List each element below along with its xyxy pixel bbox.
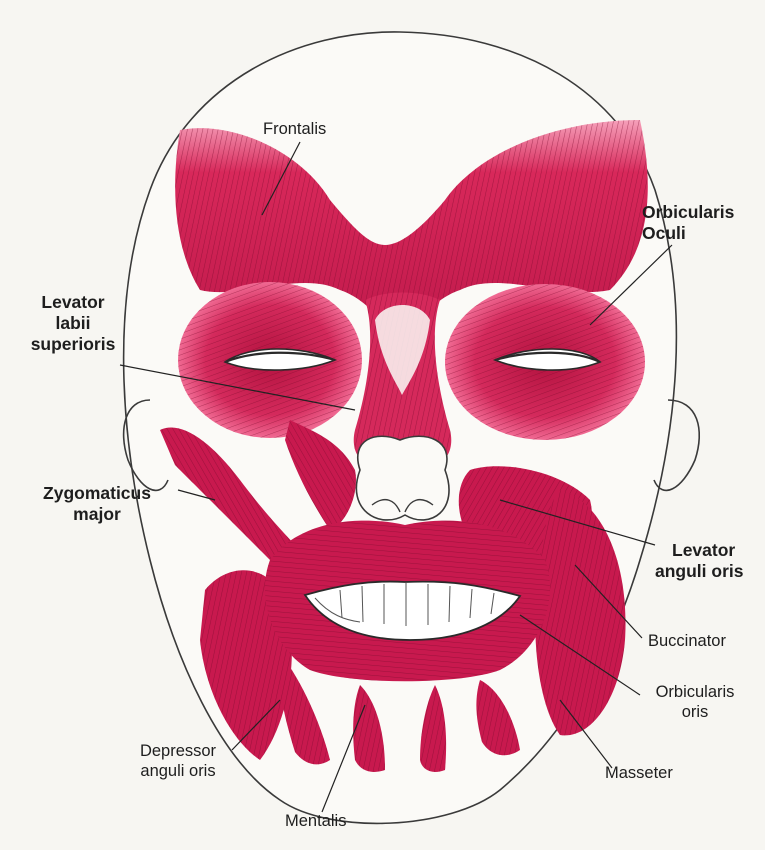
label-zygomaticus-line1: Zygomaticus [22, 483, 172, 504]
label-frontalis: Frontalis [263, 120, 326, 140]
label-levator-anguli-oris: Levator anguli oris [655, 540, 743, 582]
label-depressor-anguli-oris: Depressor anguli oris [118, 742, 238, 782]
label-depressor-line2: anguli oris [118, 762, 238, 782]
nose-tip [356, 436, 449, 520]
label-depressor-line1: Depressor [118, 742, 238, 762]
label-mentalis-text: Mentalis [285, 812, 346, 832]
label-orbicularis-oris: Orbicularis oris [645, 683, 745, 723]
label-orbicularis-oris-line2: oris [645, 703, 745, 723]
label-buccinator-text: Buccinator [648, 632, 726, 652]
label-levator-labii-line1: Levator [18, 292, 128, 313]
label-buccinator: Buccinator [648, 632, 726, 652]
label-orbicularis-oculi-line1: Orbicularis [642, 202, 734, 223]
label-masseter: Masseter [605, 764, 673, 784]
label-levator-labii-superioris: Levator labii superioris [18, 292, 128, 355]
label-frontalis-text: Frontalis [263, 120, 326, 140]
label-orbicularis-oris-line1: Orbicularis [645, 683, 745, 703]
label-zygomaticus-major: Zygomaticus major [22, 483, 172, 525]
label-mentalis: Mentalis [285, 812, 346, 832]
label-levator-labii-line2: labii [18, 313, 128, 334]
label-levator-labii-line3: superioris [18, 334, 128, 355]
label-zygomaticus-line2: major [22, 504, 172, 525]
label-levator-anguli-line2: anguli oris [655, 561, 743, 582]
label-masseter-text: Masseter [605, 764, 673, 784]
label-levator-anguli-line1: Levator [655, 540, 743, 561]
label-orbicularis-oculi: Orbicularis Oculi [642, 202, 734, 244]
label-orbicularis-oculi-line2: Oculi [642, 223, 734, 244]
